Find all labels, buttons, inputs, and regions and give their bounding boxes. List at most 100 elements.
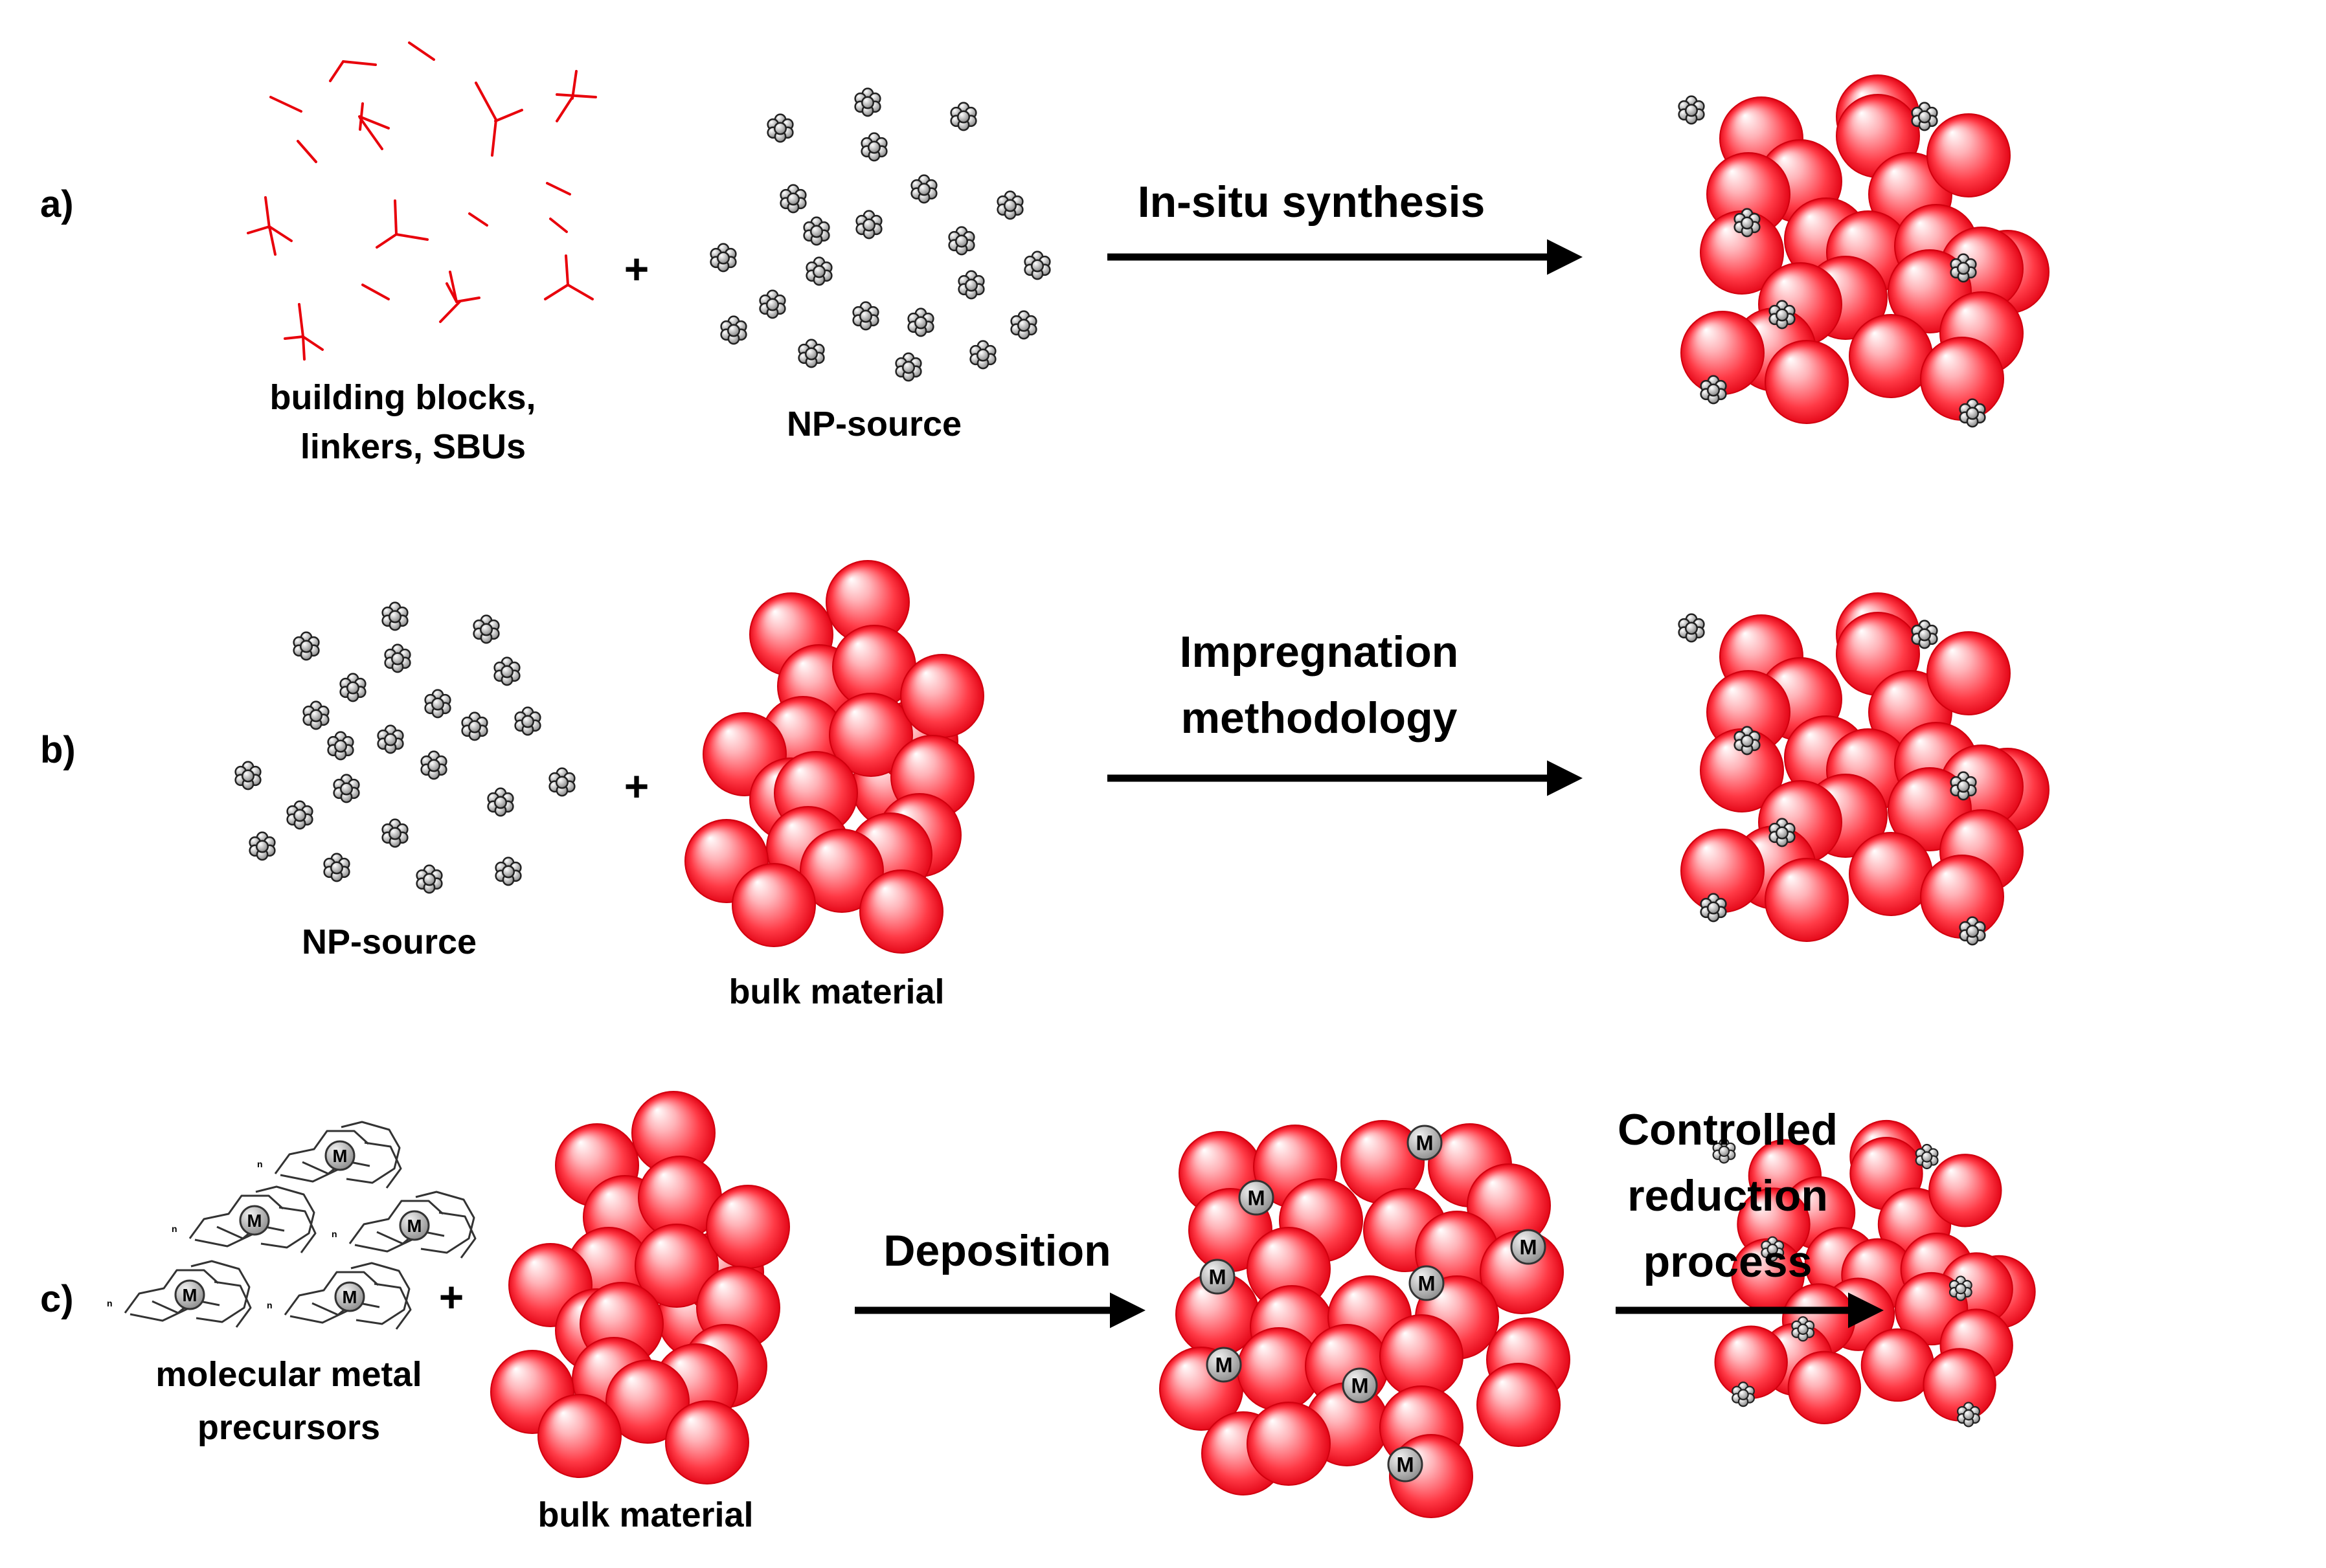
metal-atom-icon: M bbox=[324, 1140, 356, 1171]
material-sphere bbox=[1860, 1328, 1935, 1402]
np-source-cluster-icon bbox=[958, 270, 985, 300]
material-sphere bbox=[1765, 340, 1849, 424]
nanoparticle-icon bbox=[1678, 95, 1705, 125]
np-source-cluster-icon bbox=[910, 174, 938, 204]
material-sphere bbox=[800, 829, 884, 913]
np-source-cluster-icon bbox=[381, 818, 409, 848]
linker-segment bbox=[329, 60, 344, 82]
material-sphere bbox=[1926, 113, 2011, 197]
row-label-c: c) bbox=[40, 1278, 74, 1320]
material-sphere bbox=[706, 1185, 790, 1269]
np-source-a bbox=[710, 87, 1051, 382]
metal-atom-icon: M bbox=[1206, 1347, 1242, 1383]
linker-segment bbox=[439, 300, 461, 323]
material-sphere bbox=[1765, 858, 1849, 942]
np-source-cluster-icon bbox=[855, 210, 883, 240]
material-sphere bbox=[1928, 1154, 2002, 1227]
np-source-cluster-icon bbox=[249, 831, 276, 861]
plus-sign-c: + bbox=[439, 1273, 464, 1321]
linker-segment bbox=[358, 115, 390, 129]
linker-segment bbox=[302, 335, 306, 361]
linker-segment bbox=[468, 212, 488, 227]
np-source-cluster-icon bbox=[759, 289, 786, 319]
metal-symbol: M bbox=[1247, 1187, 1265, 1210]
np-source-cluster-icon bbox=[548, 767, 576, 797]
precursor-count-label: n bbox=[267, 1300, 273, 1310]
linker-segment bbox=[446, 282, 458, 303]
linker-segment bbox=[302, 335, 324, 351]
metal-symbol: M bbox=[407, 1216, 422, 1236]
linker-segment bbox=[284, 335, 304, 340]
np-source-cluster-icon bbox=[806, 256, 833, 286]
material-sphere bbox=[1926, 631, 2011, 715]
np-source-cluster-icon bbox=[948, 226, 975, 256]
caption-np-source-b: NP-source bbox=[302, 923, 477, 961]
linker-segment bbox=[556, 96, 574, 122]
metal-precursor-molecule: Mn bbox=[107, 1260, 252, 1328]
linker-segment bbox=[394, 199, 398, 236]
step-label-reduction-line1: Controlled bbox=[1618, 1105, 1838, 1154]
metal-symbol: M bbox=[1208, 1266, 1226, 1289]
material-sphere bbox=[829, 693, 913, 777]
metal-atom-icon: M bbox=[1342, 1367, 1378, 1404]
product-composite-a bbox=[1678, 74, 2049, 428]
np-source-cluster-icon bbox=[327, 731, 354, 761]
np-source-cluster-icon bbox=[473, 614, 500, 644]
material-sphere bbox=[635, 1224, 719, 1308]
np-source-cluster-icon bbox=[854, 87, 881, 117]
metal-precursor-molecule: Mn bbox=[257, 1121, 402, 1189]
np-source-cluster-icon bbox=[293, 631, 320, 661]
linker-segment bbox=[342, 60, 377, 66]
precursor-count-label: n bbox=[107, 1298, 113, 1308]
material-sphere bbox=[665, 1400, 749, 1484]
np-source-cluster-icon bbox=[720, 315, 747, 345]
row-label-a-text: a) bbox=[40, 183, 74, 225]
np-source-cluster-icon bbox=[493, 656, 521, 686]
linker-segment bbox=[571, 70, 578, 100]
metal-precursor-molecule: Mn bbox=[172, 1185, 317, 1253]
np-source-cluster-icon bbox=[1024, 251, 1051, 280]
metal-symbol: M bbox=[1215, 1354, 1232, 1377]
np-source-cluster-icon bbox=[907, 308, 934, 337]
linker-segment bbox=[491, 118, 497, 157]
linker-segment bbox=[449, 271, 458, 303]
linker-segment bbox=[395, 233, 429, 241]
metal-symbol: M bbox=[1416, 1132, 1433, 1155]
metal-atom-icon: M bbox=[1510, 1229, 1546, 1265]
caption-np-source-a: NP-source bbox=[787, 405, 962, 443]
metal-atom-icon: M bbox=[1408, 1265, 1445, 1301]
plus-sign-b: + bbox=[624, 762, 649, 810]
linker-segment bbox=[359, 117, 383, 150]
np-source-cluster-icon bbox=[1010, 310, 1037, 340]
linker-segment bbox=[359, 102, 364, 131]
metal-atom-icon: M bbox=[334, 1281, 365, 1312]
nanoparticle-icon bbox=[1678, 613, 1705, 643]
material-sphere bbox=[859, 869, 943, 954]
material-sphere bbox=[605, 1360, 690, 1444]
metal-atom-icon: M bbox=[1199, 1259, 1236, 1295]
linker-segment bbox=[549, 218, 568, 233]
metal-atom-icon: M bbox=[174, 1279, 205, 1310]
material-sphere bbox=[1787, 1350, 1861, 1424]
np-source-cluster-icon bbox=[461, 711, 488, 741]
metal-atom-icon: M bbox=[399, 1210, 430, 1241]
row-label-b: b) bbox=[40, 729, 76, 771]
linker-segment bbox=[298, 303, 304, 338]
material-sphere bbox=[1247, 1402, 1331, 1486]
metal-symbol: M bbox=[343, 1287, 357, 1307]
metal-symbol: M bbox=[247, 1211, 262, 1231]
step-label-impregnation-line1: Impregnation bbox=[1180, 627, 1459, 677]
np-source-cluster-icon bbox=[780, 184, 807, 214]
np-source-b bbox=[234, 601, 576, 894]
building-blocks-linkers bbox=[247, 41, 597, 361]
linker-segment bbox=[544, 284, 569, 300]
precursor-count-label: n bbox=[332, 1229, 337, 1239]
np-source-cluster-icon bbox=[420, 750, 447, 780]
np-source-cluster-icon bbox=[487, 787, 514, 817]
step-label-in-situ-synthesis: In-situ synthesis bbox=[1138, 177, 1485, 227]
np-source-cluster-icon bbox=[950, 102, 977, 131]
bulk-material-b bbox=[684, 560, 984, 954]
np-source-cluster-icon bbox=[377, 724, 404, 754]
